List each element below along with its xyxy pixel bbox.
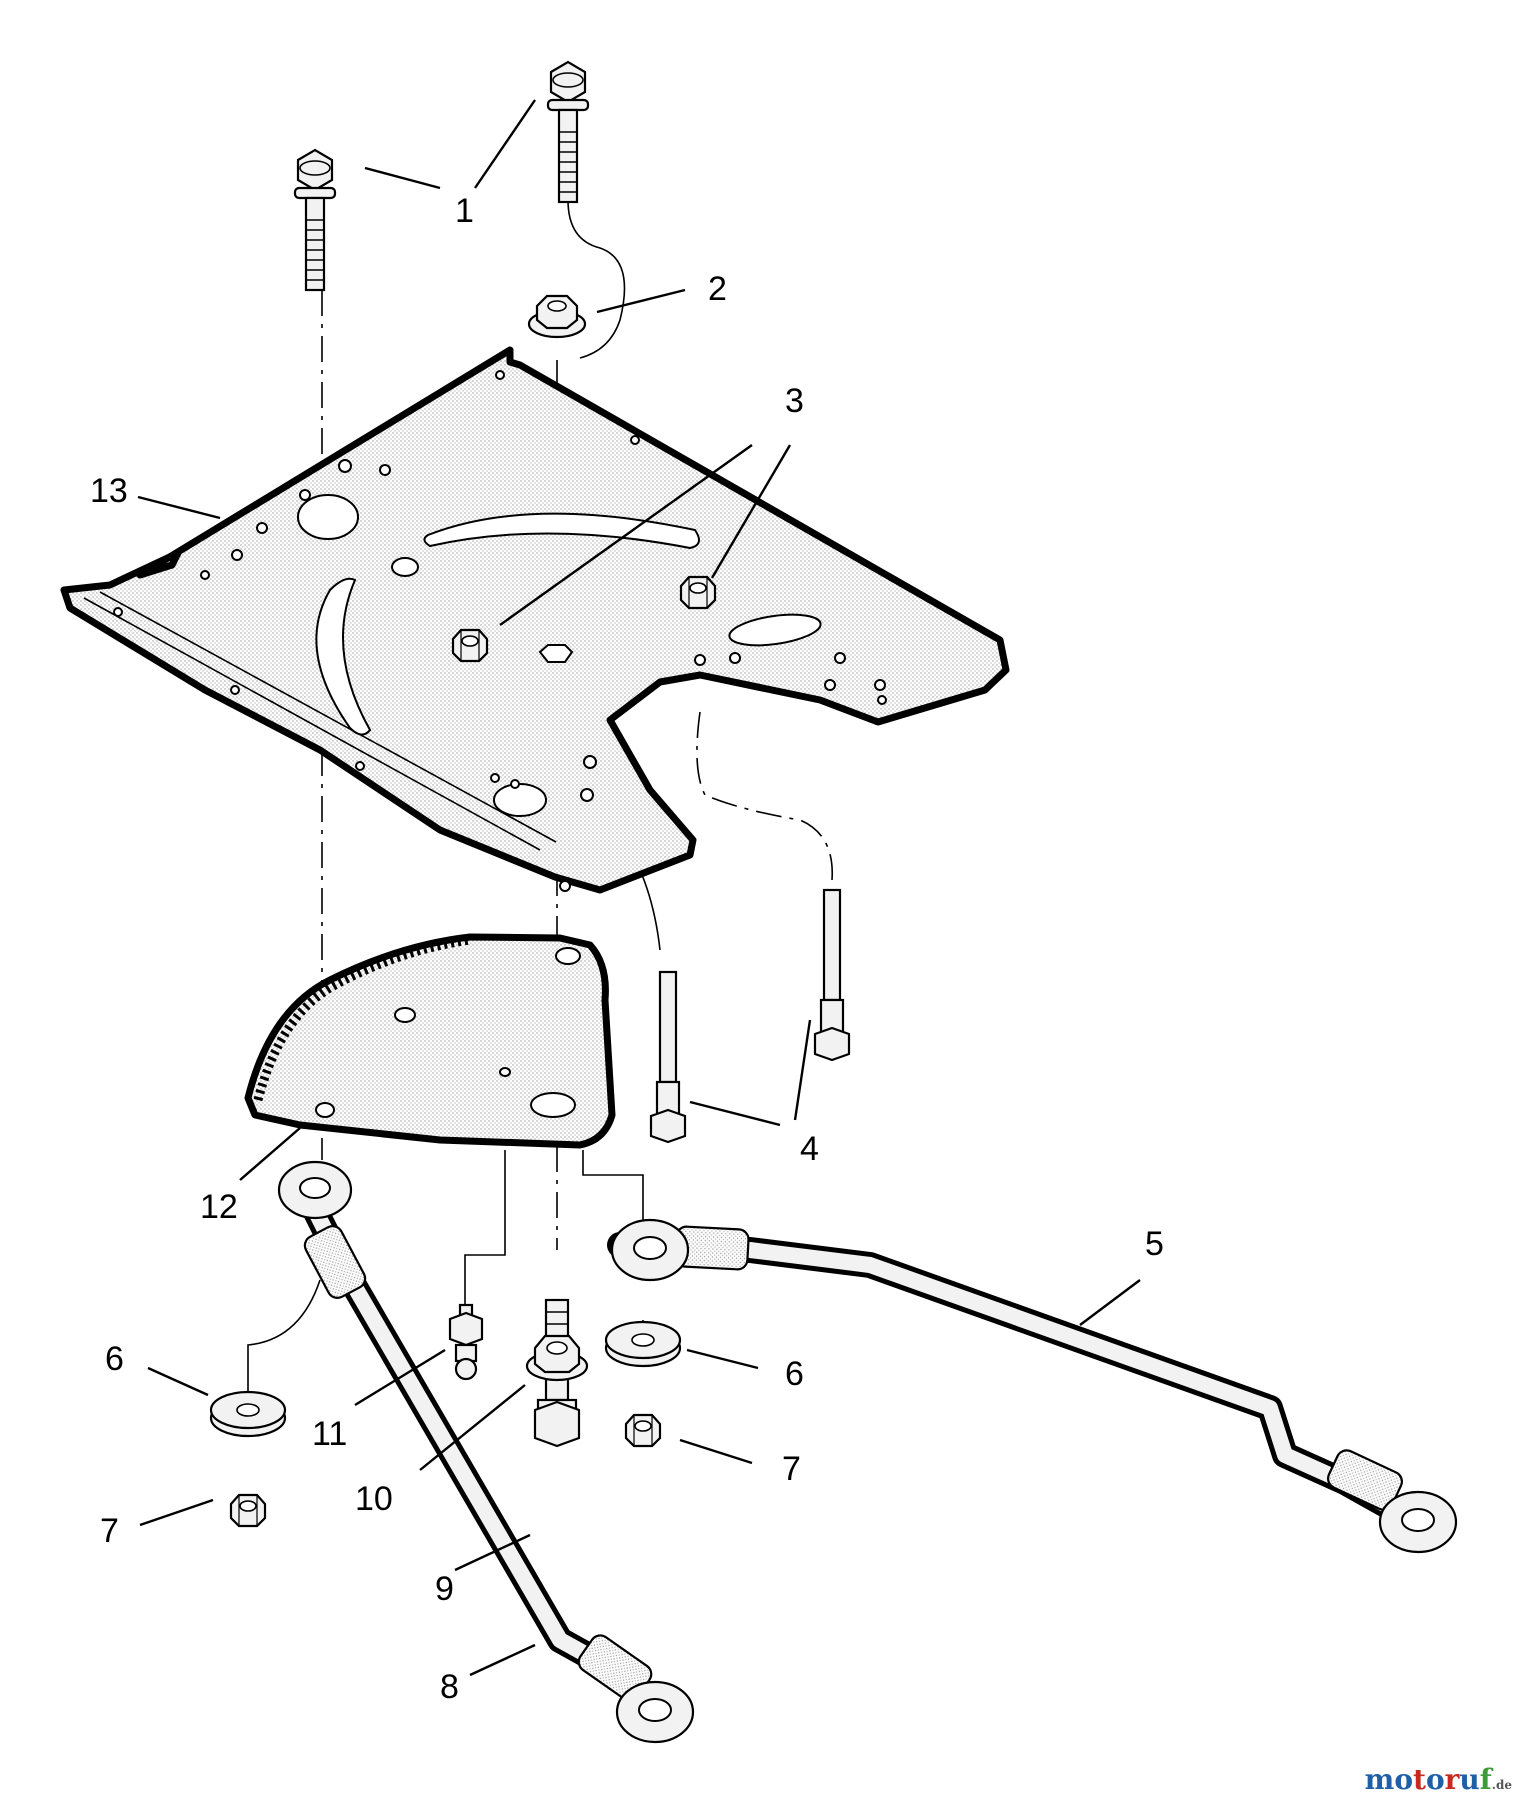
callout-5: 5 — [1145, 1225, 1164, 1263]
leader-lines — [137, 99, 1141, 1677]
mounting-plate — [60, 346, 1010, 894]
washer-left — [209, 1390, 287, 1438]
plate-curved-slot — [315, 577, 372, 736]
washer-right — [604, 1320, 682, 1368]
flange-nut — [527, 294, 587, 339]
grease-fitting — [448, 1303, 484, 1381]
callout-6-right: 6 — [785, 1355, 804, 1393]
callout-13: 13 — [90, 472, 128, 510]
callout-6-left: 6 — [105, 1340, 124, 1378]
callout-12: 12 — [200, 1188, 238, 1226]
callout-8: 8 — [440, 1668, 459, 1706]
callout-10: 10 — [355, 1480, 393, 1518]
callout-7-left: 7 — [100, 1512, 119, 1550]
callout-7-right: 7 — [782, 1450, 801, 1488]
nut-right — [624, 1413, 662, 1448]
bolt-right — [546, 60, 590, 204]
plate-lower-hole — [493, 783, 547, 817]
callout-11: 11 — [312, 1415, 347, 1453]
drag-link-left — [277, 1160, 695, 1744]
stud-bolt-right — [813, 888, 851, 1062]
plate-oval-slot — [728, 613, 822, 647]
lock-nut — [525, 1334, 589, 1382]
sector-gear — [244, 933, 616, 1149]
plate-nut-left — [451, 628, 489, 663]
bolt-left — [293, 148, 337, 292]
callout-9: 9 — [435, 1570, 454, 1608]
watermark-suffix: .de — [1491, 1778, 1512, 1792]
watermark-logo: motoruf.de — [1365, 1763, 1512, 1796]
watermark-text: motoruf — [1364, 1763, 1492, 1796]
plate-arc-slot — [423, 512, 700, 550]
callout-2: 2 — [708, 270, 727, 308]
plate-large-hole — [297, 494, 359, 540]
callout-4: 4 — [800, 1130, 819, 1168]
drag-link-right — [607, 1218, 1458, 1554]
plate-nut-right — [679, 575, 717, 610]
callout-3: 3 — [785, 382, 804, 420]
callout-1: 1 — [455, 192, 474, 230]
nut-left — [229, 1493, 267, 1528]
callout-labels: 1 2 3 4 5 6 6 7 7 8 9 10 11 12 13 — [90, 192, 1164, 1706]
stud-bolt-left — [649, 970, 687, 1144]
